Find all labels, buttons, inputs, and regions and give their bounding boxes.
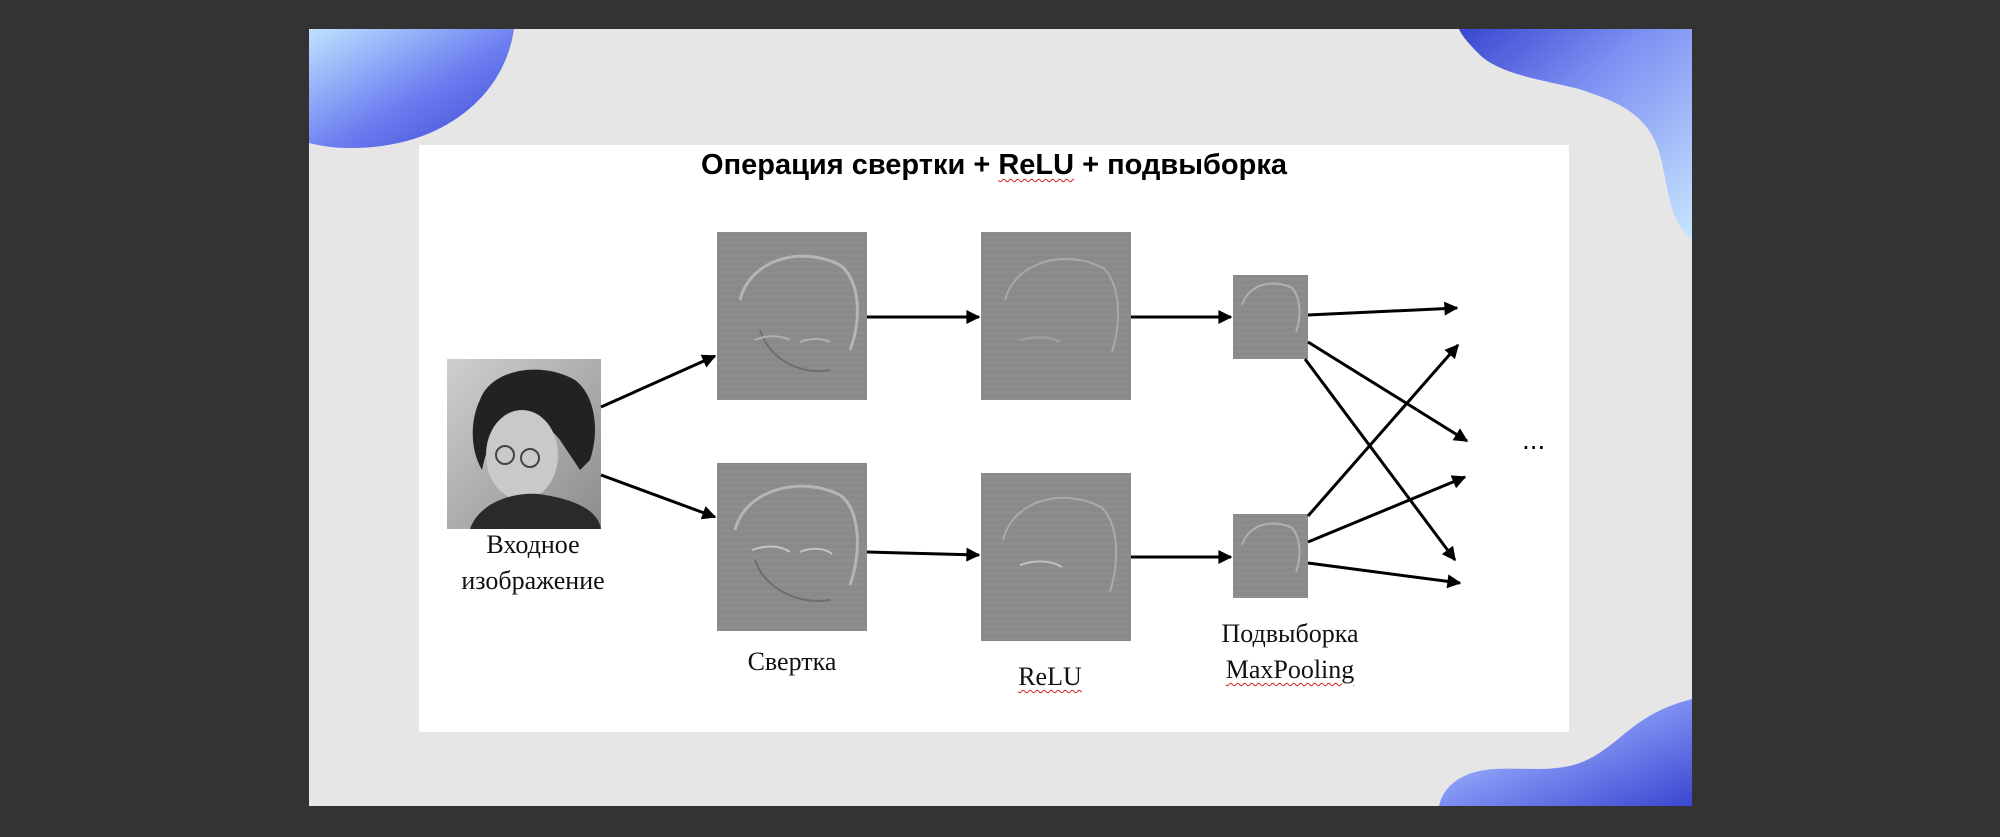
relu-map-top — [981, 232, 1131, 400]
pooled-map-top — [1233, 275, 1308, 359]
arrow-pool-bottom-out-1 — [1306, 343, 1460, 517]
decorative-blob-top-left — [309, 29, 514, 149]
arrow-pool-top-out-2 — [1307, 340, 1469, 443]
arrow-input-to-conv-bottom — [600, 473, 717, 520]
arrow-input-to-conv-top — [600, 354, 717, 409]
title-text-2: + подвыборка — [1074, 149, 1287, 181]
pooled-map-bottom — [1233, 514, 1308, 598]
slide-title: Операция свертки + ReLU + подвыборка — [419, 149, 1569, 182]
arrow-pool-bottom-out-2 — [1307, 475, 1467, 544]
conv-map-top — [717, 232, 867, 400]
title-relu: ReLU — [998, 149, 1075, 181]
title-text-1: Операция свертки + — [701, 149, 999, 181]
decorative-blob-top-right — [1459, 29, 1692, 239]
arrow-conv-bottom-to-relu-bottom — [866, 547, 981, 562]
input-image — [447, 359, 601, 529]
label-relu-text: ReLU — [1018, 662, 1082, 691]
label-subsampling: Подвыборка MaxPooling — [1180, 616, 1400, 688]
label-input-image: Входное изображение — [428, 527, 638, 599]
label-input-line2: изображение — [461, 566, 605, 595]
arrow-pool-top-out-1 — [1307, 301, 1459, 317]
label-pool-line2: MaxPooling — [1225, 655, 1355, 684]
label-conv-text: Свертка — [747, 647, 837, 676]
arrow-pool-top-out-3 — [1303, 358, 1457, 562]
label-input-line1: Входное — [486, 530, 580, 559]
arrows — [600, 301, 1469, 589]
relu-map-bottom — [981, 473, 1131, 641]
decorative-blob-bottom-right — [1439, 699, 1692, 806]
ellipsis: ... — [1522, 424, 1546, 455]
label-convolution: Свертка — [702, 644, 882, 680]
conv-map-bottom — [717, 463, 867, 631]
label-relu: ReLU — [960, 659, 1140, 695]
arrow-pool-bottom-out-3 — [1307, 561, 1462, 589]
label-pool-line1: Подвыборка — [1221, 619, 1359, 648]
